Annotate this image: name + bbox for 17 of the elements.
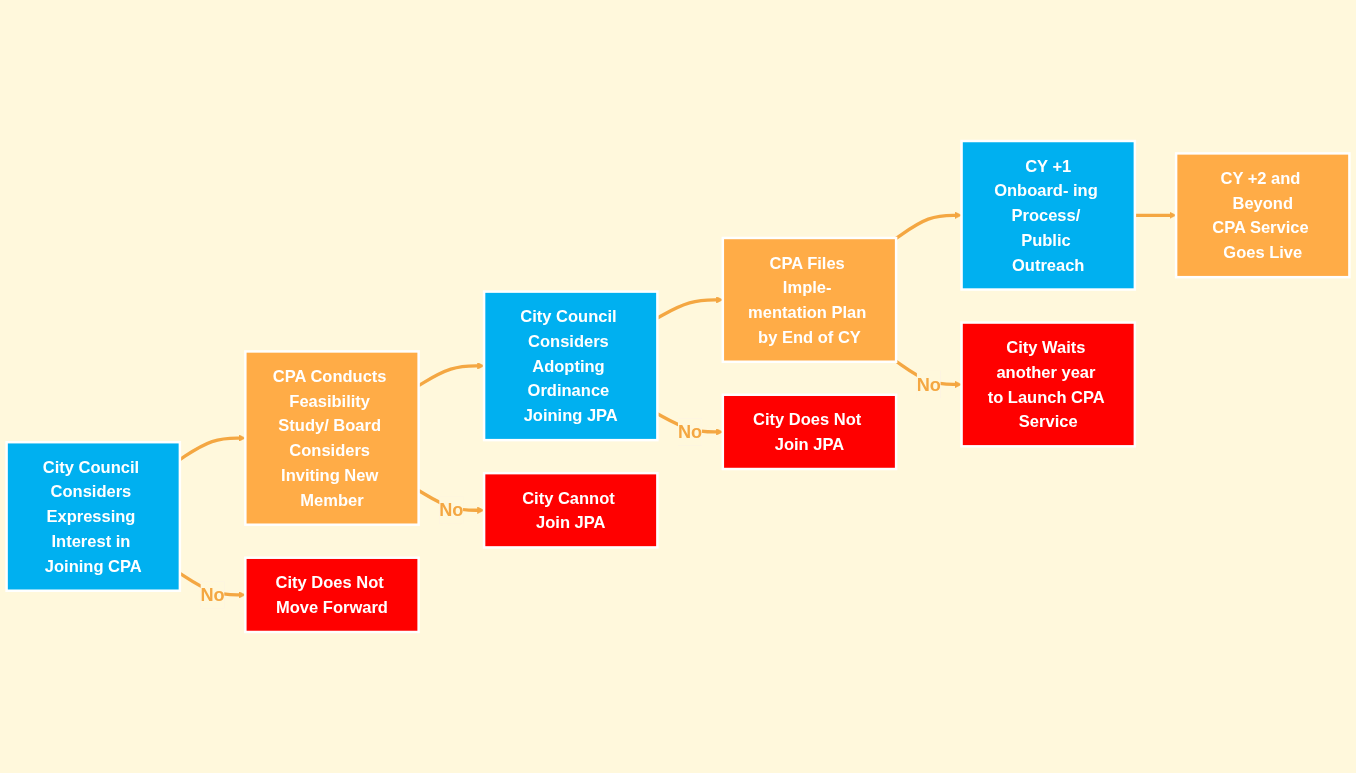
node-box: City Council Considers Expressing Interest in Joining CPA (5, 440, 182, 592)
node-box: CY +1 Onboard- ing Process/ Public Outreach (960, 139, 1137, 291)
node-box: CPA Conducts Feasibility Study/ Board Considers Inviting New Member (244, 350, 420, 526)
node-box: City Waits another year to Launch CPA Service (960, 321, 1137, 448)
arrow (179, 434, 246, 461)
node-box: CY +2 and Beyond CPA Service Goes Live (1174, 152, 1351, 279)
node-box: CPA Files Imple- mentation Plan by End of CY (721, 236, 898, 363)
edge-label: No (439, 499, 464, 521)
edge-label: No (200, 584, 225, 606)
edge-label: No (916, 374, 941, 395)
node-box: City Does Not Move Forward (244, 556, 420, 634)
edge-label: No (678, 421, 703, 443)
arrow (895, 211, 962, 240)
node-box: City Council Considers Adopting Ordinance Joining JPA (482, 290, 659, 442)
node-box: City Does Not Join JPA (721, 393, 898, 471)
arrow (1134, 211, 1177, 219)
node-box: City Cannot Join JPA (482, 471, 659, 549)
